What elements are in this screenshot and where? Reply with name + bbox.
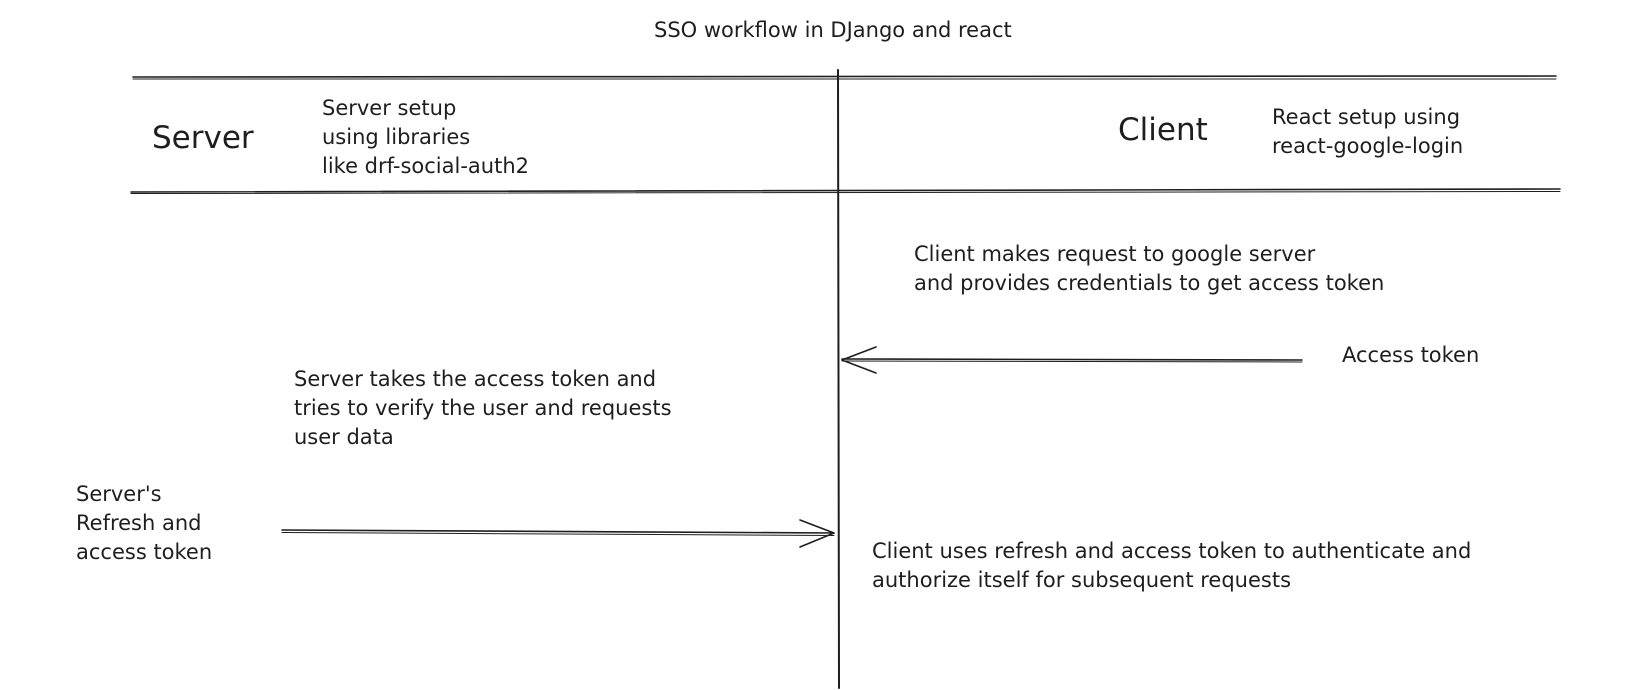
lane-divider [837, 69, 840, 689]
header-top-border [132, 74, 1557, 78]
server-lane-title: Server [152, 120, 254, 156]
server-tokens-arrow-shaft-2 [281, 532, 835, 536]
client-uses-tokens-step: Client uses refresh and access token to … [872, 539, 1472, 592]
client-lane-title: Client [1118, 112, 1208, 148]
access-token-arrow-shaft [841, 358, 1303, 361]
access-token-arrow-head [841, 346, 877, 374]
diagram-title: SSO workflow in DJango and react [654, 18, 1012, 42]
server-verify-step: Server takes the access token and tries … [294, 367, 672, 449]
server-tokens-arrow-head [799, 519, 835, 548]
server-tokens-label: Server's Refresh and access token [76, 482, 213, 564]
access-token-arrow-shaft-2 [841, 360, 1303, 363]
client-request-step: Client makes request to google server an… [914, 242, 1385, 295]
server-setup-note: Server setup using libraries like drf-so… [322, 96, 529, 178]
header-bottom-border [130, 188, 1561, 193]
client-setup-note: React setup using react-google-login [1272, 105, 1464, 158]
access-token-label: Access token [1342, 343, 1480, 367]
server-tokens-arrow-shaft [281, 529, 835, 534]
header-top-border-2 [132, 77, 1557, 80]
header-bottom-border-2 [130, 191, 1561, 194]
